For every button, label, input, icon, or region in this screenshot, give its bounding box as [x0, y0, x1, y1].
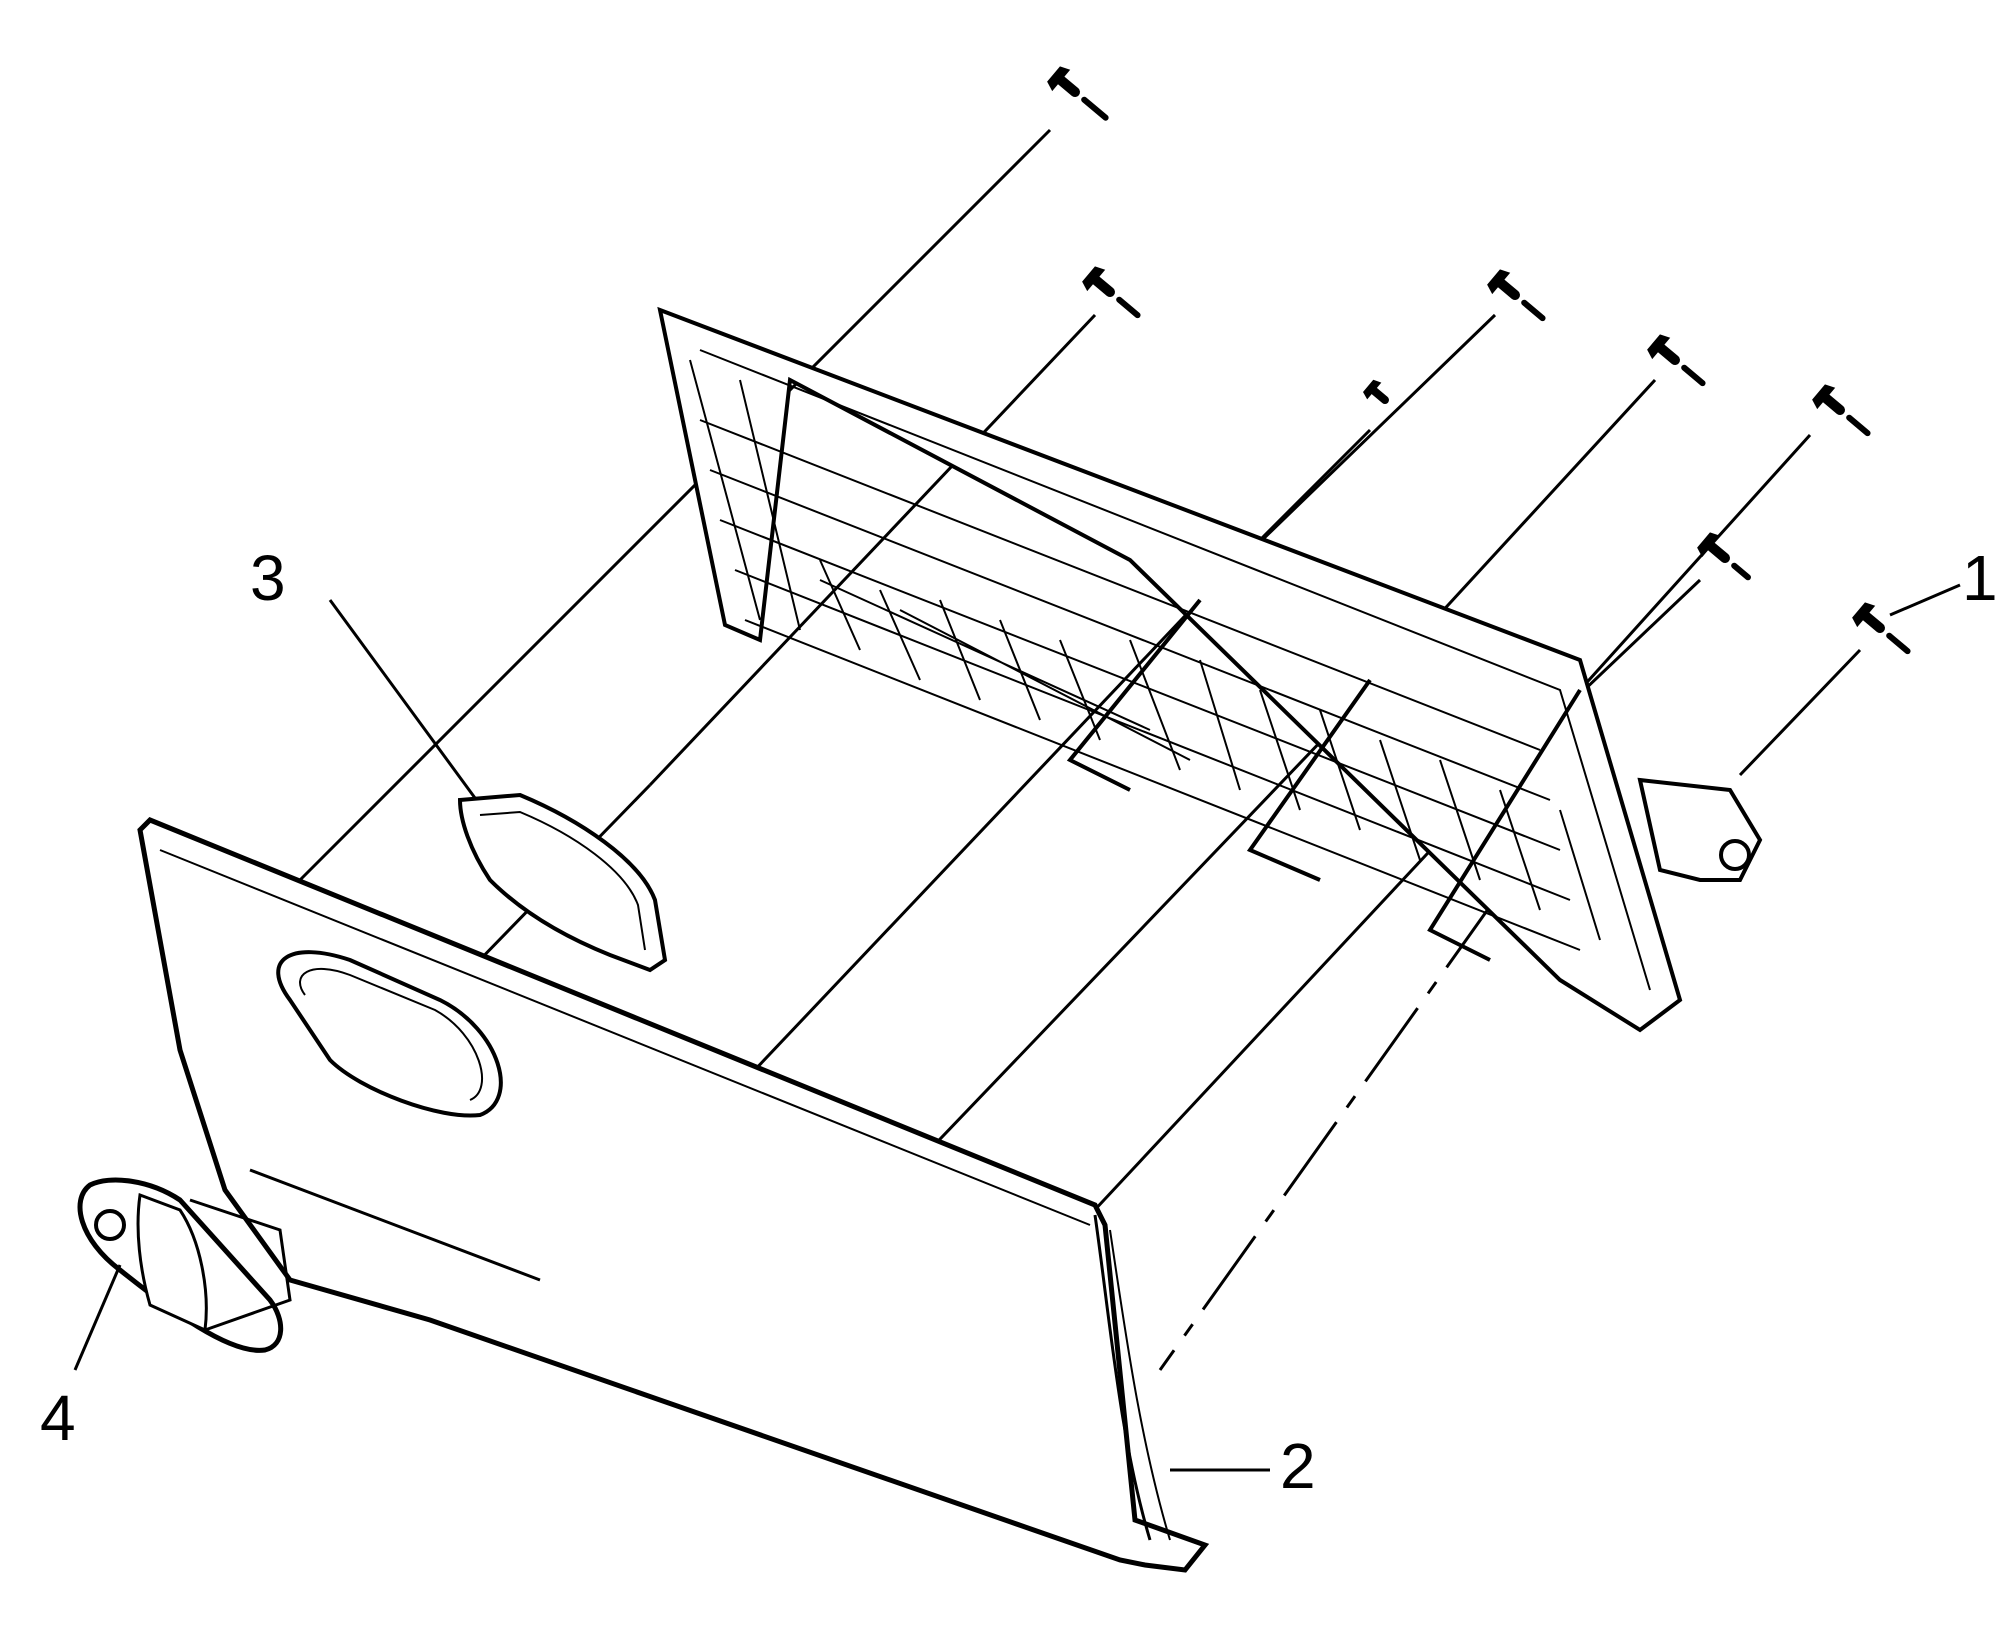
screw: [1852, 602, 1911, 655]
screw: [1697, 532, 1751, 581]
callout-1: 1: [1962, 542, 1998, 614]
screw: [1647, 334, 1706, 387]
screws: [1047, 66, 1911, 655]
leader-lines: [73, 583, 1961, 1472]
screw: [1082, 266, 1141, 319]
screw: [1047, 66, 1109, 121]
latch-assembly: [77, 1177, 292, 1353]
callout-2: 2: [1280, 1430, 1316, 1502]
callout-4: 4: [40, 1382, 76, 1454]
latch-bezel: [457, 792, 668, 973]
screw: [1487, 269, 1546, 322]
glove-box-door-outer-panel: [137, 817, 1210, 1573]
screw: [1812, 384, 1871, 437]
screw: [1363, 379, 1389, 404]
callout-3: 3: [250, 542, 286, 614]
glove-box-door-liner: [657, 306, 1763, 1033]
